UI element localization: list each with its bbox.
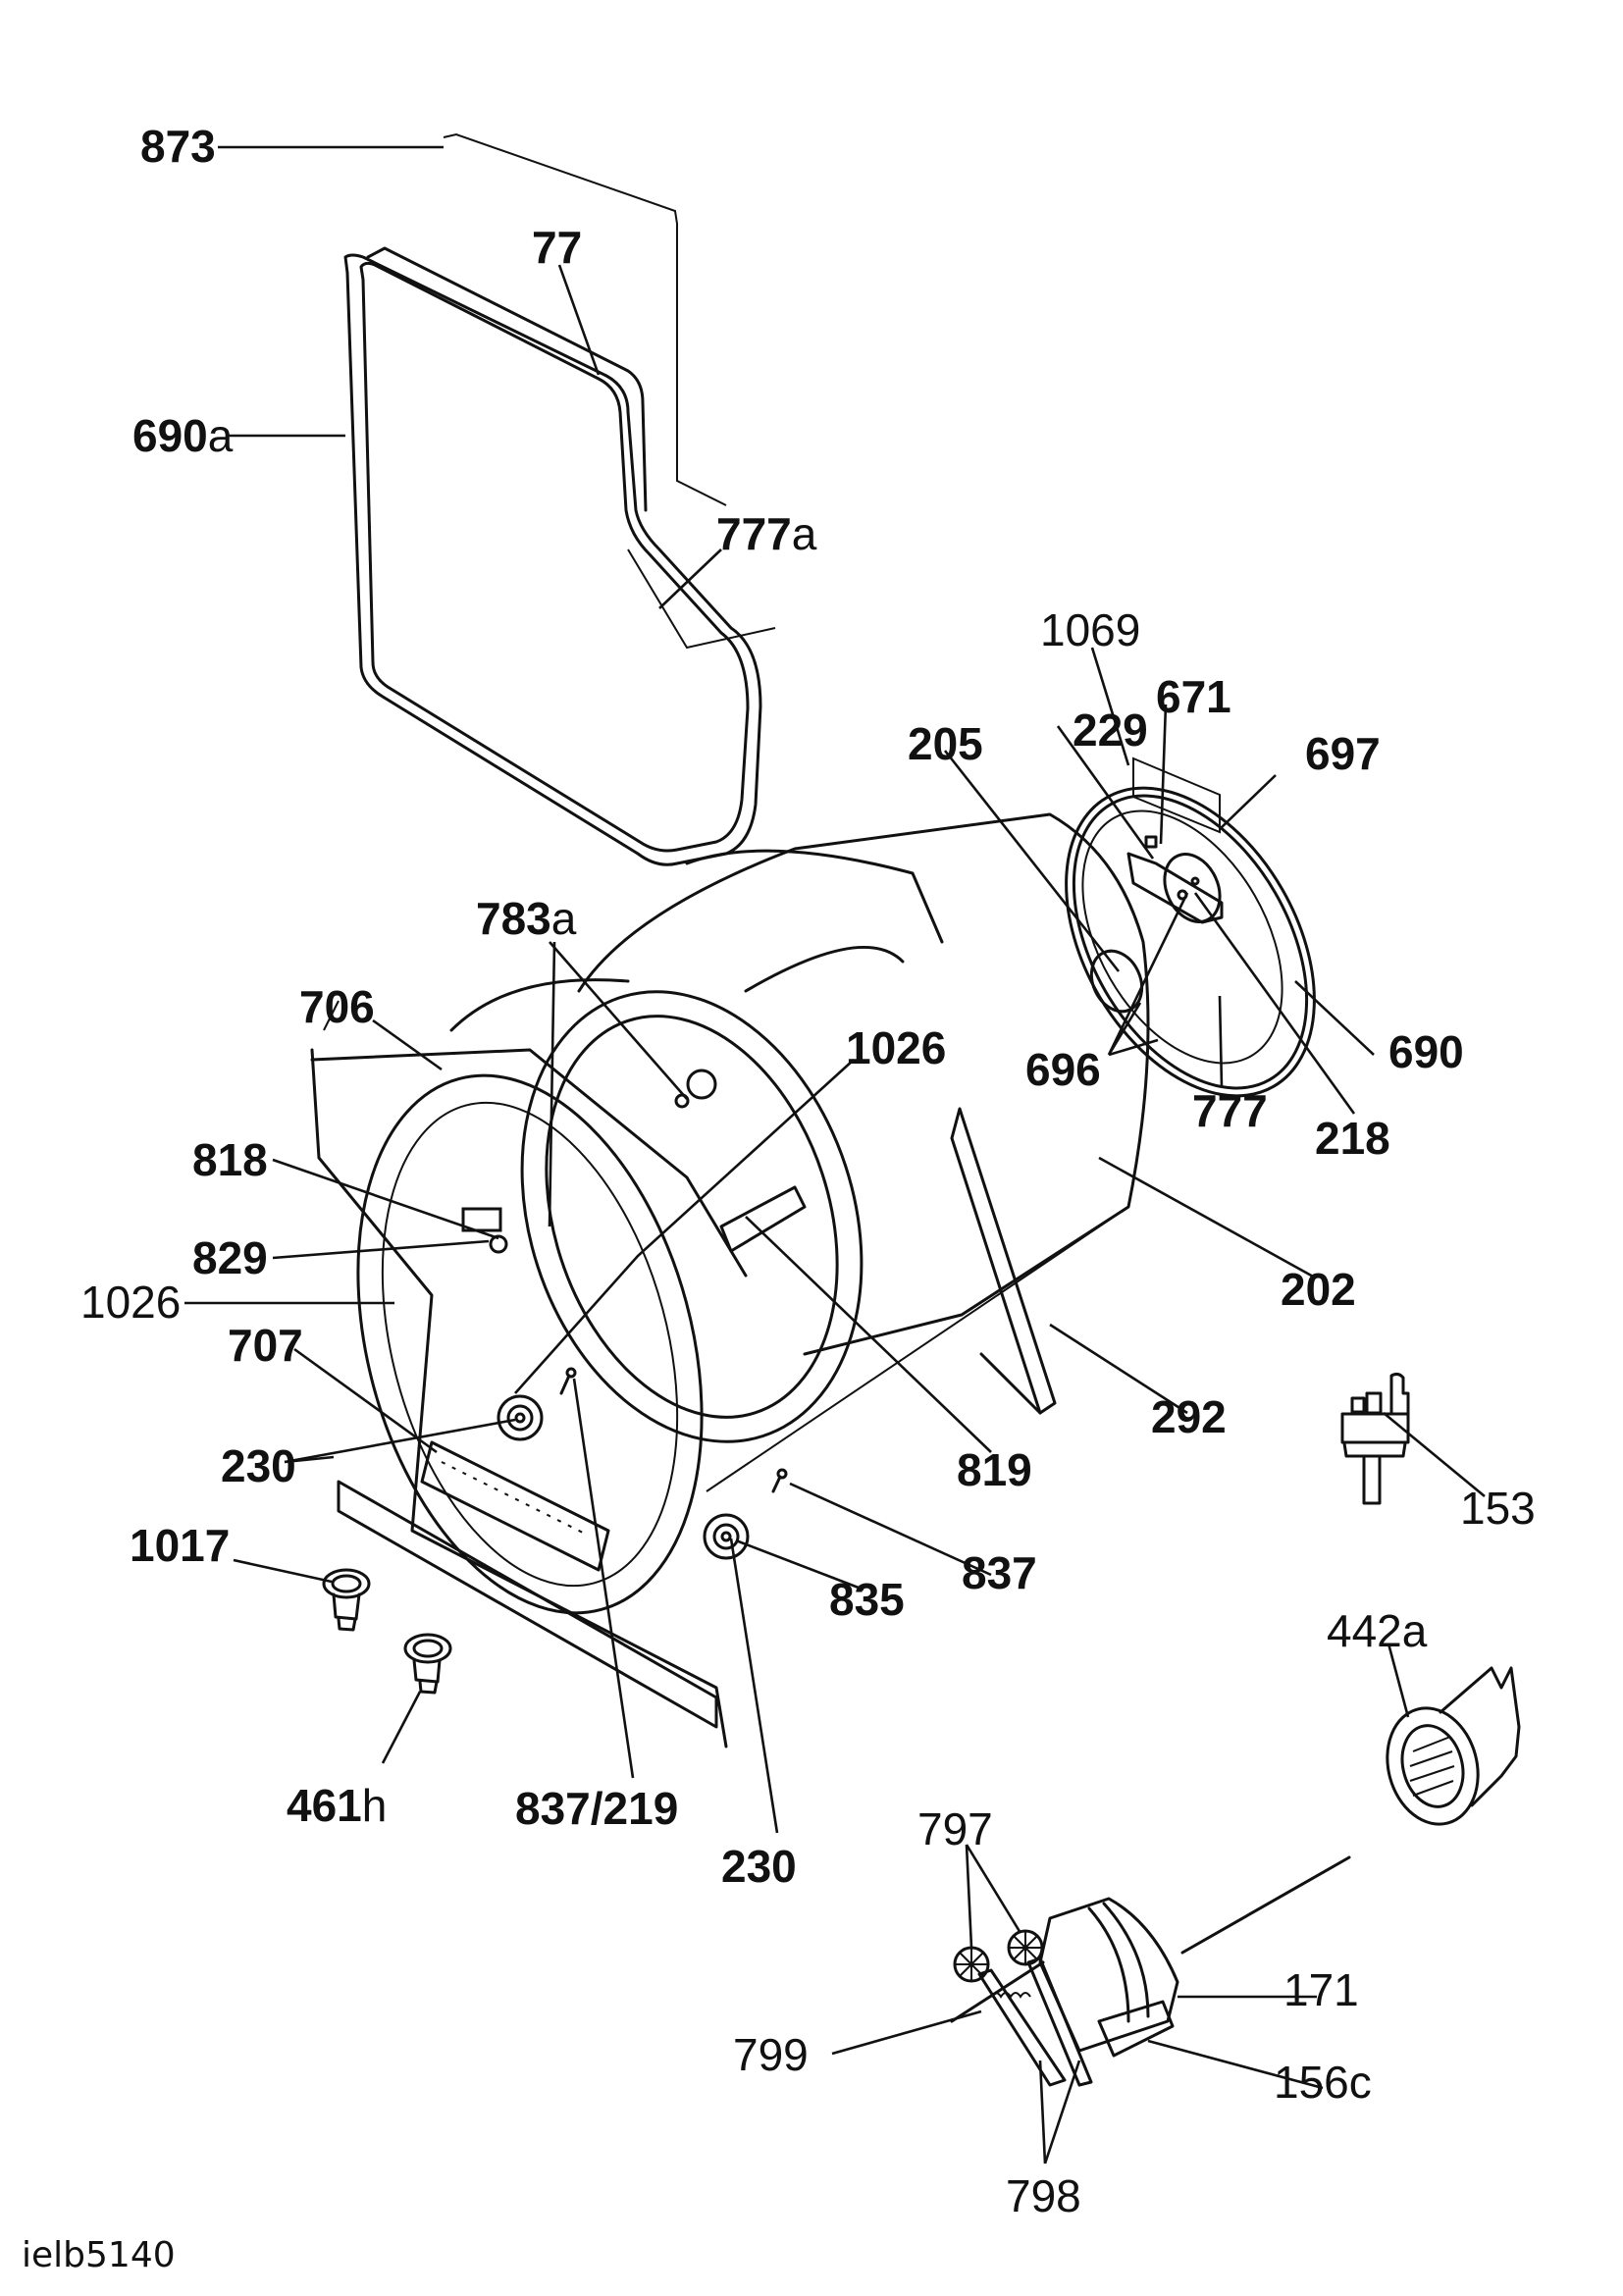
- label-218: 218: [1315, 1113, 1390, 1164]
- leader-lines: [184, 145, 1486, 2165]
- part-229-arm: [1126, 852, 1224, 924]
- label-706: 706: [299, 981, 375, 1032]
- part-230-bearing-front: [497, 1394, 544, 1441]
- label-229: 229: [1073, 704, 1148, 756]
- label-797: 797: [917, 1803, 993, 1854]
- part-873-panel: [443, 132, 727, 506]
- label-442a: 442a: [1327, 1605, 1428, 1656]
- part-697-label-plate: [1132, 757, 1221, 834]
- label-777a: 777a: [716, 508, 817, 559]
- part-707-filter-grid: [337, 1440, 718, 1729]
- label-783a: 783a: [476, 893, 577, 944]
- label-202: 202: [1281, 1264, 1356, 1315]
- part-783a-screws: [674, 1069, 717, 1109]
- part-837-screw: [771, 1468, 788, 1493]
- part-798-idler-arms: [977, 1957, 1093, 2087]
- part-labels: 873 77 690a 777a 1069 671 205 229 697 78…: [80, 121, 1536, 2221]
- label-777: 777: [1192, 1085, 1268, 1136]
- part-690a-gasket: [343, 253, 762, 866]
- part-156c-capacitor: [1097, 2000, 1175, 2058]
- label-461h: 461h: [287, 1780, 387, 1831]
- label-1026-left: 1026: [80, 1277, 181, 1328]
- part-829-clip: [489, 1234, 508, 1254]
- label-292: 292: [1151, 1391, 1227, 1442]
- label-171: 171: [1283, 1964, 1359, 2015]
- part-202-drum: [577, 812, 1150, 1492]
- part-442a-pulley: [1386, 1666, 1521, 1826]
- label-1069: 1069: [1040, 604, 1140, 655]
- label-156c: 156c: [1274, 2057, 1372, 2108]
- label-798: 798: [1006, 2170, 1081, 2221]
- part-835-bearing: [703, 1513, 750, 1560]
- label-1026-right: 1026: [846, 1022, 946, 1073]
- label-707: 707: [228, 1320, 303, 1371]
- label-690a: 690a: [132, 410, 234, 461]
- label-205: 205: [908, 718, 983, 769]
- label-696: 696: [1025, 1044, 1101, 1095]
- part-461h-foot: [403, 1633, 452, 1695]
- label-690: 690: [1388, 1026, 1464, 1077]
- label-799: 799: [733, 2029, 809, 2080]
- label-819: 819: [957, 1444, 1032, 1495]
- label-230-rear: 230: [721, 1841, 797, 1892]
- part-799-spring: [990, 1992, 1031, 1999]
- part-797-rollers: [953, 1929, 1044, 1983]
- part-819-slide: [719, 1185, 807, 1253]
- label-835: 835: [829, 1574, 905, 1625]
- label-837-219: 837/219: [515, 1783, 678, 1834]
- part-1017-foot: [322, 1568, 371, 1632]
- part-818-catch: [461, 1207, 502, 1232]
- part-1026-front-bulkhead: [356, 990, 864, 1615]
- part-671-clip: [1144, 835, 1158, 849]
- label-671: 671: [1156, 671, 1231, 722]
- part-77-seal: [366, 246, 776, 650]
- label-77: 77: [532, 222, 582, 273]
- diagram-reference-code: ielb5140: [22, 2235, 176, 2275]
- label-697: 697: [1305, 728, 1381, 779]
- label-818: 818: [192, 1134, 268, 1185]
- part-292-lifter: [950, 1107, 1057, 1415]
- label-837: 837: [962, 1547, 1037, 1598]
- part-837-219-screw: [559, 1367, 577, 1395]
- label-230-front: 230: [221, 1440, 296, 1491]
- part-153-thermostat: [1340, 1372, 1410, 1505]
- label-829: 829: [192, 1232, 268, 1283]
- label-1017: 1017: [130, 1520, 230, 1571]
- part-171-motor: [950, 1855, 1351, 2053]
- label-153: 153: [1460, 1483, 1536, 1534]
- label-873: 873: [140, 121, 216, 172]
